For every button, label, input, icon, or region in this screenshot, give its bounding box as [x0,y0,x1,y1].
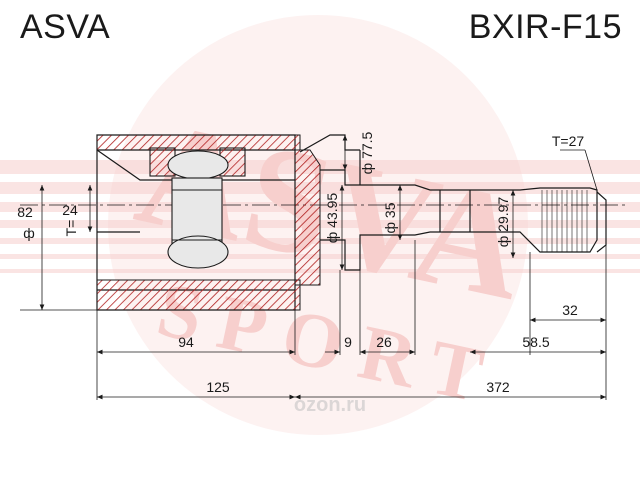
dim-shaft-dia-2: ф 35 [382,202,398,233]
site-mark-text: ozon.ru [294,394,366,416]
dim-len-26: 26 [376,334,392,350]
part-number: BXIR-F15 [468,8,622,46]
spline-teeth [541,190,588,252]
dim-len-94: 94 [178,334,194,350]
dim-len-125: 125 [206,379,230,395]
dim-len-58-5: 58.5 [522,334,549,350]
dimension-labels: 82 ф 24 T= ф 77.5 ф 43.95 ф 35 ф 29.97 T… [17,131,584,395]
dim-len-32: 32 [562,302,578,318]
dim-len-372: 372 [486,379,510,395]
housing-top-wall [96,134,301,151]
tripod-assembly [149,147,246,269]
dim-outer-dia: 82 [17,204,33,220]
dim-len-9: 9 [344,334,352,350]
horizontal-dimension-lines [96,240,607,400]
dim-seal-dia: ф 77.5 [359,131,375,174]
dim-inner-teeth: T= [63,220,79,237]
dim-teeth: T=27 [552,133,585,149]
housing-bottom-wall [96,279,301,311]
housing-end-wall [294,149,321,286]
dim-spline-dia: ф 29.97 [495,197,511,248]
brand-title: ASVA [20,8,111,46]
vertical-dimension-lines [20,135,598,311]
ozon-site-mark: ozon.ru [294,394,366,416]
dim-shaft-dia-1: ф 43.95 [324,193,340,244]
dim-inner-bore: 24 [62,202,78,218]
dim-outer-dia-symbol: ф [23,225,35,241]
